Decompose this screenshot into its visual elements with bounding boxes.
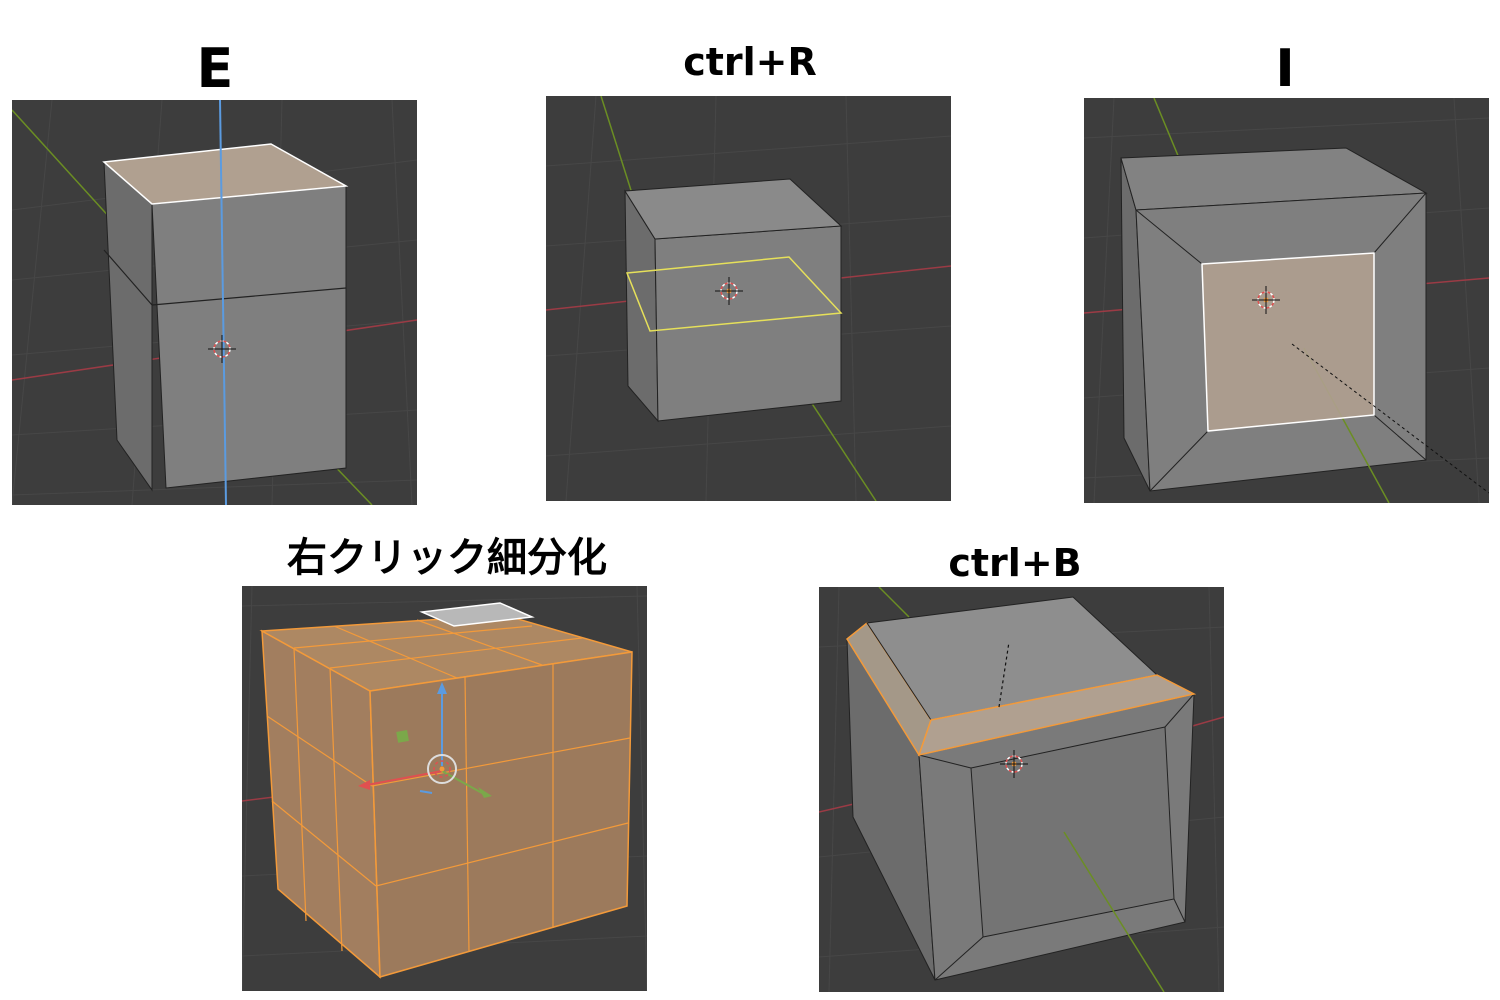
y-axis-line	[1153, 98, 1180, 159]
y-axis-line	[600, 96, 637, 207]
x-axis-line-right	[1188, 716, 1224, 728]
vertex-marker	[396, 730, 409, 743]
viewport-bevel[interactable]	[819, 587, 1224, 992]
inset-drag-guide	[1291, 343, 1489, 494]
bevel-face-selected[interactable]	[917, 674, 1197, 757]
bevel-edge	[1173, 898, 1186, 923]
bevel-edge	[934, 936, 984, 981]
3d-cursor-icon	[1252, 286, 1280, 314]
3d-cursor-icon	[208, 335, 236, 363]
y-axis-line-front	[1063, 831, 1165, 992]
viewport-inset[interactable]	[1084, 98, 1489, 503]
caption-inset: I	[1275, 39, 1295, 99]
viewport-loop-cut-scene	[546, 96, 951, 501]
bevel-edge	[1164, 693, 1195, 728]
viewport-extrude-scene	[12, 100, 417, 505]
inset-edge	[1373, 192, 1427, 254]
extrude-seam-front	[151, 287, 347, 306]
viewport-bevel-scene	[819, 587, 1224, 992]
cube-front-face[interactable]	[654, 225, 842, 422]
selected-inset-face[interactable]	[1201, 252, 1375, 432]
loop-cut-preview	[625, 256, 843, 332]
3d-cursor-icon	[715, 277, 743, 305]
inset-edge	[1373, 414, 1427, 461]
caption-extrude: E	[196, 37, 234, 100]
viewport-subdivide-scene	[242, 586, 647, 991]
caption-bevel: ctrl+B	[948, 541, 1082, 585]
y-axis-line	[878, 587, 910, 618]
transform-gizmo-icon[interactable]	[358, 682, 492, 798]
y-axis-line	[12, 109, 113, 221]
selected-top-face[interactable]	[102, 143, 349, 205]
cube-front-face[interactable]	[151, 185, 347, 489]
caption-subdivide: 右クリック細分化	[287, 535, 607, 581]
bevel-edge	[918, 754, 972, 769]
viewport-inset-scene	[1084, 98, 1489, 503]
z-axis-constraint-line	[219, 100, 227, 505]
selected-top-face[interactable]	[419, 602, 535, 627]
inset-edge	[1135, 209, 1203, 265]
caption-loop-cut: ctrl+R	[683, 40, 817, 84]
cube-top-face[interactable]	[624, 178, 843, 240]
subdivision-grid	[266, 619, 631, 978]
extrude-seam-left	[103, 249, 153, 306]
viewport-extrude[interactable]	[12, 100, 417, 505]
cube-left-face[interactable]	[103, 160, 153, 492]
inset-edge	[1149, 430, 1209, 492]
3d-cursor-icon	[1000, 750, 1028, 778]
cube-front-face[interactable]	[369, 651, 633, 978]
bevel-drag-guide	[998, 641, 1010, 708]
viewport-loop-cut[interactable]	[546, 96, 951, 501]
viewport-subdivide[interactable]	[242, 586, 647, 991]
